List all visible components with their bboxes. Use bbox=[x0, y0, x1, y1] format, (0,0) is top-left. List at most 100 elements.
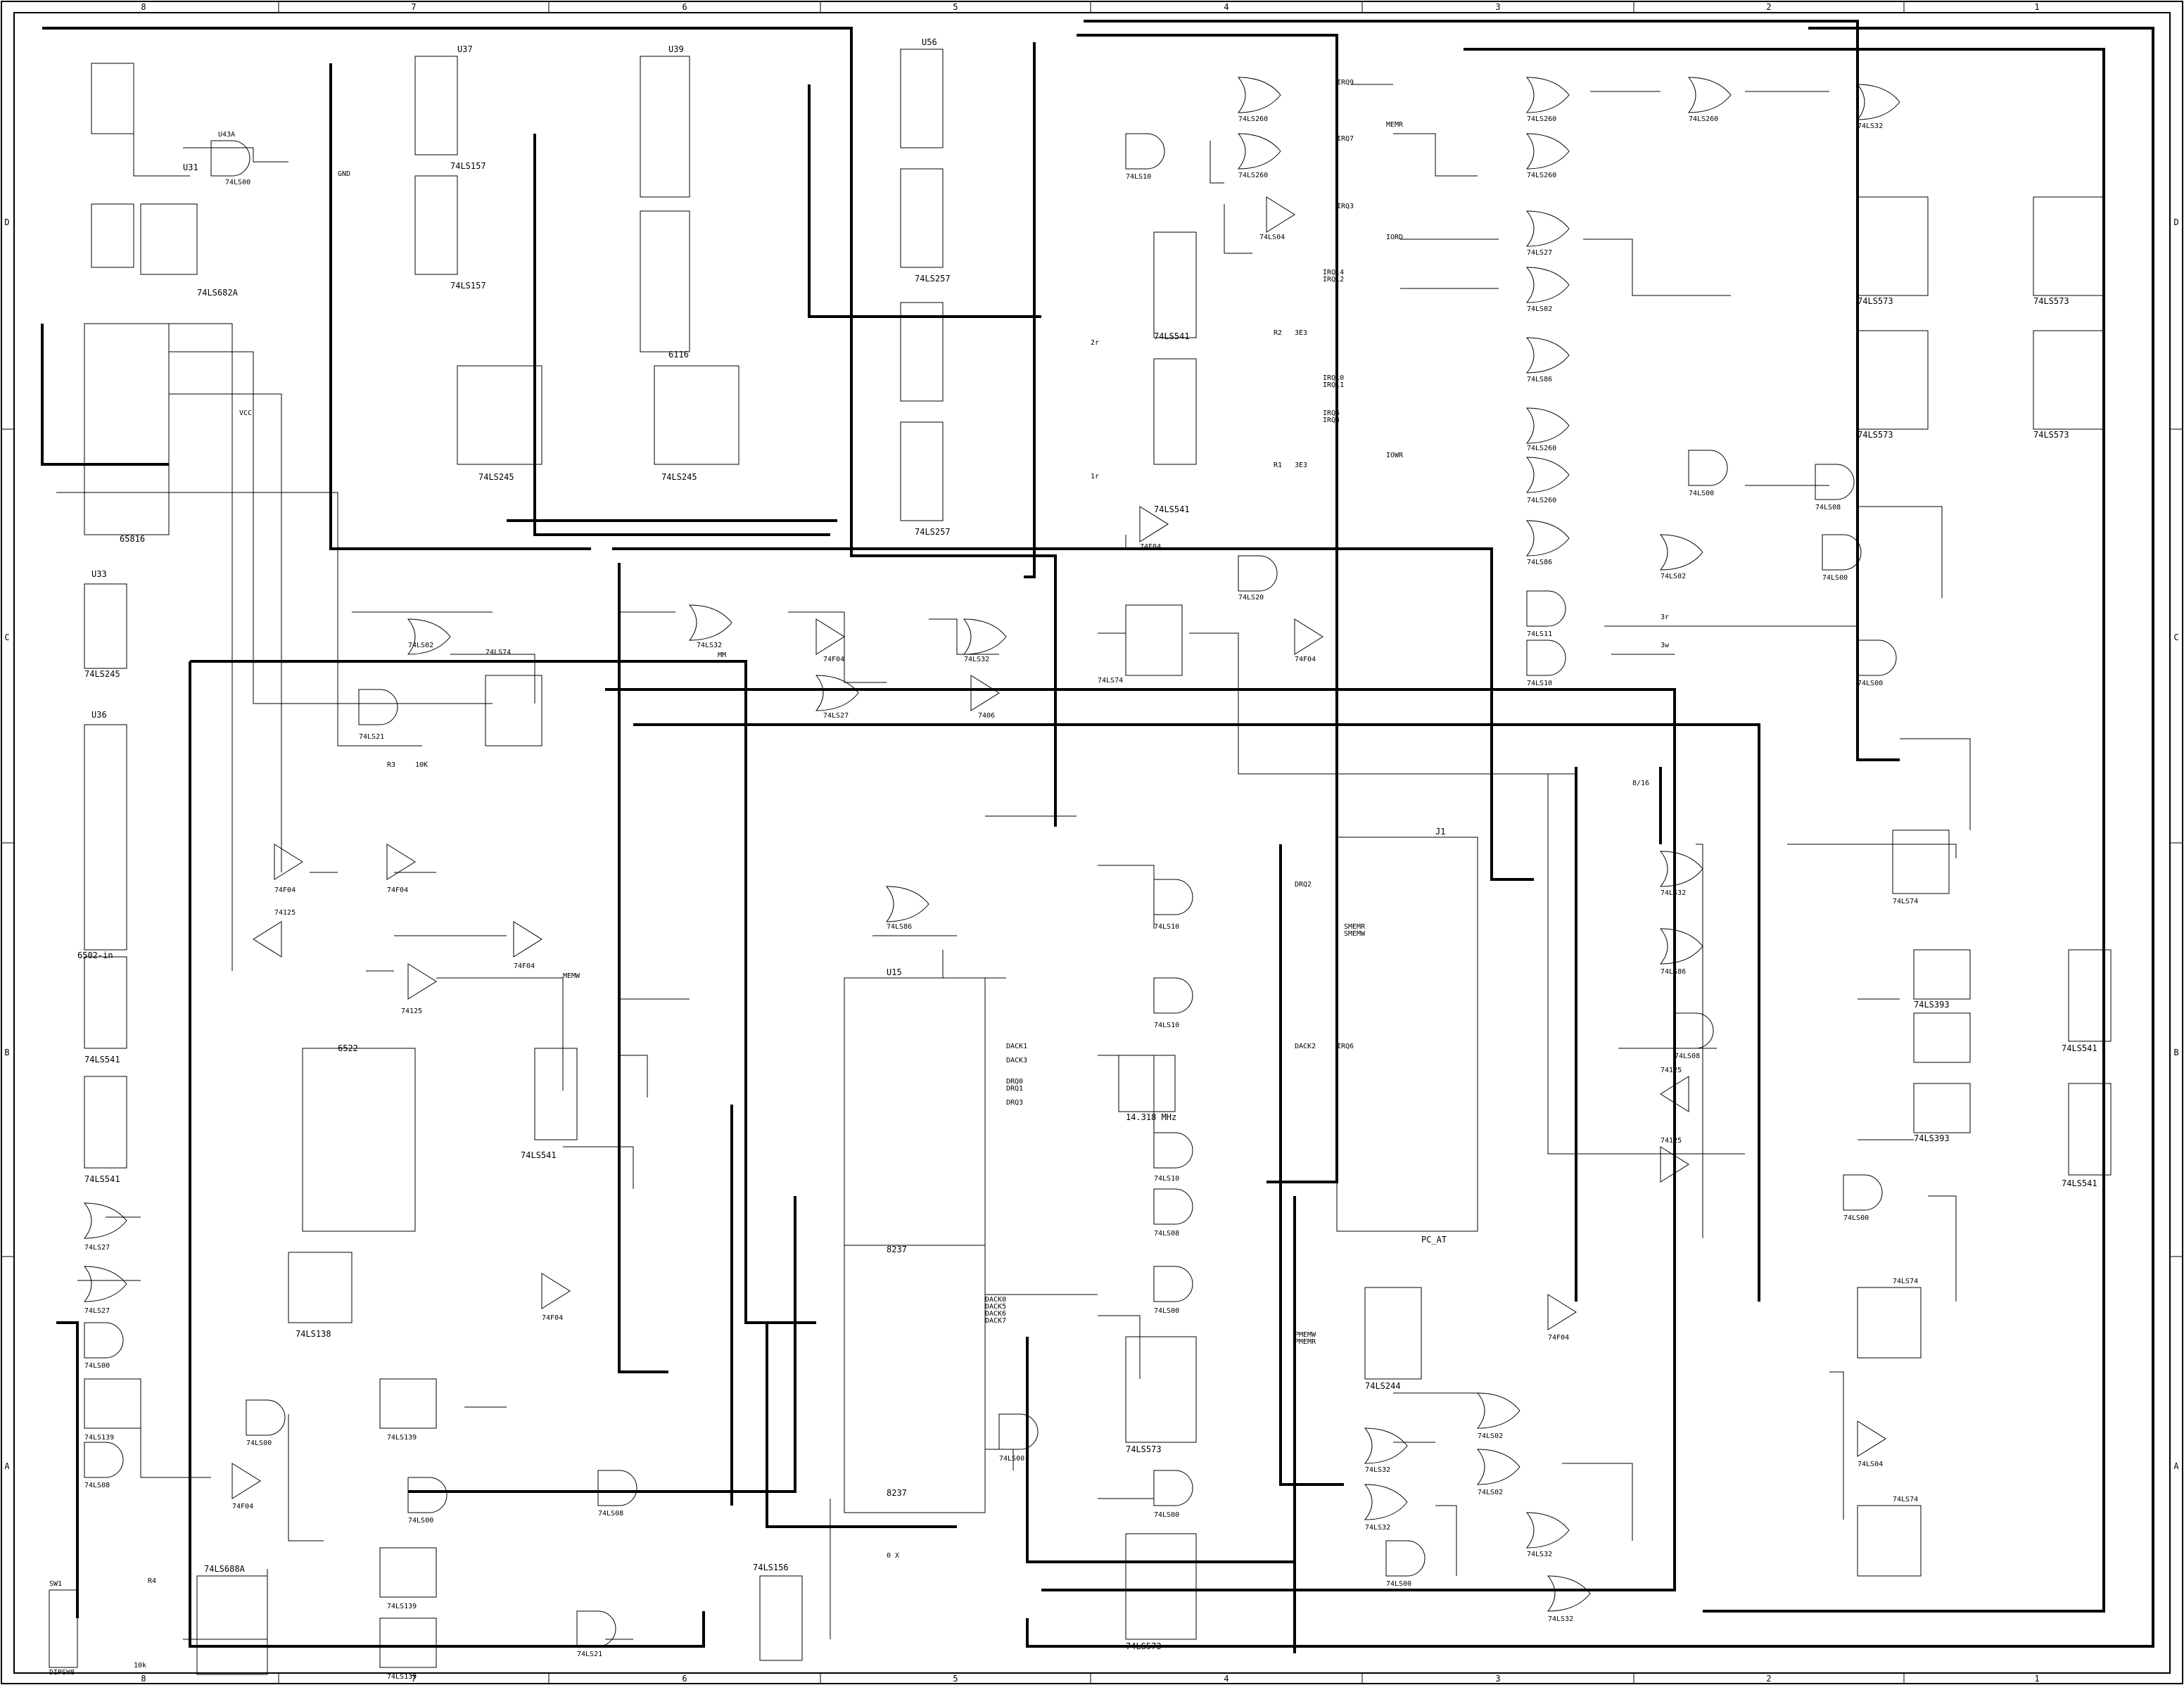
chip-type-label: 74LS157 bbox=[450, 281, 486, 291]
gate-type-label: 74LS10 bbox=[1154, 923, 1179, 931]
net-label: 3w bbox=[1661, 642, 1670, 649]
net-label: IRQ11 bbox=[1323, 381, 1344, 389]
crystal-x1-box bbox=[1118, 1055, 1176, 1112]
column-label: 3 bbox=[1495, 2, 1500, 12]
switch-sw1-box bbox=[49, 1589, 78, 1668]
gate-type-label: 7406 bbox=[978, 712, 995, 720]
chip-u52-box bbox=[288, 1252, 353, 1323]
column-label: 7 bbox=[411, 2, 416, 12]
gate-type-label: 74LS10 bbox=[1126, 173, 1151, 181]
gate-type-label: 74LS260 bbox=[1527, 115, 1556, 123]
row-label: A bbox=[4, 1461, 10, 1471]
chip-ref-label: U31 bbox=[183, 163, 198, 172]
chip-type-label: 74LS573 bbox=[1126, 1444, 1162, 1454]
chip-u29-box bbox=[91, 63, 134, 134]
resistor-network-label: R2 bbox=[1274, 329, 1282, 337]
chip-outlines bbox=[49, 49, 2112, 1675]
gate-type-label: 74LS32 bbox=[1527, 1551, 1552, 1558]
switch-type-label: DIPSW8 bbox=[49, 1669, 75, 1677]
column-label: 8 bbox=[141, 2, 146, 12]
chip-type-label: 74LS541 bbox=[1154, 331, 1190, 341]
crystal-label: 14.318 MHz bbox=[1126, 1112, 1176, 1122]
gate-u46a bbox=[358, 689, 398, 725]
gate-type-label: 74LS10 bbox=[1154, 1022, 1179, 1029]
gate-type-label: 74LS32 bbox=[1548, 1615, 1573, 1623]
gate-u12b bbox=[1857, 1420, 1886, 1457]
gate-u10d-2 bbox=[1547, 1575, 1591, 1612]
gate-type-label: 74LS20 bbox=[1238, 594, 1264, 602]
gate-u58a bbox=[1153, 1132, 1193, 1169]
gate-u44c bbox=[815, 675, 859, 711]
gate-type-label: 74LS04 bbox=[1858, 1461, 1883, 1468]
column-label: 4 bbox=[1224, 2, 1228, 12]
power-label: VCC bbox=[239, 409, 252, 417]
chip-u16-box bbox=[844, 1245, 986, 1513]
gate-type-label: 74F04 bbox=[274, 886, 296, 894]
chip-u64-box bbox=[1857, 330, 1929, 430]
gate-type-label: 74LS00 bbox=[1858, 680, 1883, 687]
gate-type-label: 74LS00 bbox=[246, 1439, 272, 1447]
chip-u66-box bbox=[1857, 196, 1929, 296]
chip-type-label: 74LS573 bbox=[1858, 430, 1893, 440]
chip-u54-box bbox=[534, 1048, 578, 1140]
chip-ref-label: U37 bbox=[457, 44, 473, 54]
gate-type-label: 74F04 bbox=[387, 886, 408, 894]
column-label: 2 bbox=[1766, 2, 1771, 12]
gate-u19a bbox=[1525, 1512, 1570, 1549]
column-label: 3 bbox=[1495, 1674, 1500, 1684]
resistor-network-value: 3E3 bbox=[1295, 462, 1307, 469]
chip-type-label: 74LS573 bbox=[2033, 296, 2069, 306]
gate-u9a bbox=[1525, 133, 1570, 170]
gate-type-label: 74LS00 bbox=[84, 1362, 110, 1370]
gate-u2a bbox=[1238, 555, 1278, 592]
gate-type-label: 74LS32 bbox=[1365, 1524, 1390, 1532]
gate-u51c bbox=[541, 1273, 571, 1309]
gate-type-label: 74LS86 bbox=[1527, 376, 1552, 383]
net-label: 8/16 bbox=[1632, 780, 1649, 787]
gate-u60a-2 bbox=[1843, 1174, 1883, 1211]
net-label: MEMW bbox=[563, 972, 580, 980]
gate-type-label: 74LS00 bbox=[408, 1517, 433, 1525]
net-label: DACK6 bbox=[985, 1310, 1006, 1318]
chip-u38-box bbox=[414, 175, 458, 275]
gate-u60c bbox=[1857, 640, 1897, 676]
chip-type-label: 74LS257 bbox=[915, 274, 951, 284]
gate-type-label: 74LS00 bbox=[1689, 490, 1714, 497]
net-label: PMEMR bbox=[1295, 1338, 1316, 1346]
net-label: SMEMW bbox=[1344, 930, 1366, 938]
gate-u46b bbox=[576, 1610, 616, 1647]
gate-type-label: 74LS08 bbox=[84, 1482, 110, 1489]
net-label: DRQ0 bbox=[1006, 1078, 1023, 1086]
net-label: IRQ4 bbox=[1323, 417, 1340, 424]
gate-type-label: 74LS86 bbox=[1527, 559, 1552, 566]
row-label: B bbox=[4, 1048, 9, 1057]
gate-u12a bbox=[1266, 196, 1295, 233]
row-label: C bbox=[2173, 632, 2178, 642]
chip-type-label: 74LS138 bbox=[296, 1329, 331, 1339]
chip-type-label: 65816 bbox=[120, 534, 145, 544]
gate-type-label: 74LS21 bbox=[577, 1651, 602, 1658]
gate-type-label: 74LS08 bbox=[598, 1510, 623, 1518]
gate-u44b bbox=[83, 1266, 127, 1302]
resistor-value: 10k bbox=[134, 1662, 146, 1670]
chip-u49-box bbox=[196, 1575, 268, 1675]
gate-type-label: 74LS260 bbox=[1689, 115, 1718, 123]
chip-u34-box bbox=[84, 1076, 127, 1169]
gate-type-label: 74LS74 bbox=[485, 649, 511, 656]
gate-type-label: 74125 bbox=[401, 1007, 422, 1015]
switch-ref-label: SW1 bbox=[49, 1580, 62, 1588]
chip-type-label: 74LS244 bbox=[1365, 1381, 1401, 1391]
net-labels: VCC GND MEMW MEMR IORD IOWR SMEMR SMEMW … bbox=[239, 79, 1670, 1560]
gate-u23b bbox=[885, 886, 929, 922]
row-label: C bbox=[4, 632, 9, 642]
gate-u3a bbox=[1139, 506, 1169, 542]
gate-type-label: 74LS10 bbox=[1527, 680, 1552, 687]
net-label: MEMR bbox=[1386, 121, 1404, 129]
column-label: 5 bbox=[953, 2, 958, 12]
chip-u56-box bbox=[900, 49, 944, 148]
chip-u53-box bbox=[302, 1048, 416, 1232]
gate-u19c bbox=[688, 604, 732, 641]
chip-u49b-box bbox=[759, 1575, 803, 1661]
gate-u21d bbox=[1385, 1540, 1426, 1577]
gate-type-label: 74LS00 bbox=[1154, 1307, 1179, 1315]
